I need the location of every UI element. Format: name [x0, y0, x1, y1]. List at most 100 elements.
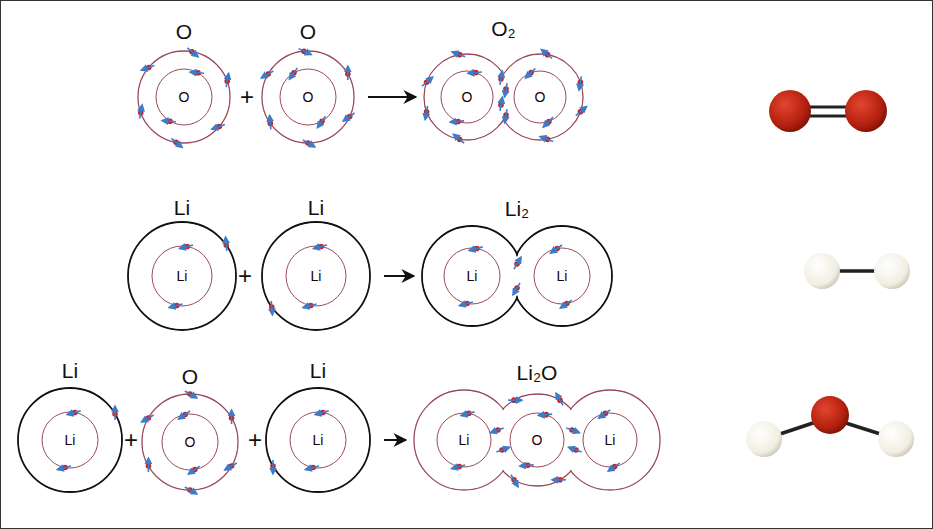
electrons [452, 393, 620, 487]
formula-label: Li₂ [505, 197, 530, 220]
electron-spin [212, 125, 225, 130]
electron-spin [513, 283, 520, 295]
nucleus-symbol: O [462, 90, 473, 104]
electron-spin [347, 66, 349, 80]
shell-outline [424, 54, 583, 140]
nucleus-symbol: O [532, 433, 543, 447]
electron-spin [425, 106, 427, 120]
nucleus-symbol: Li [605, 433, 616, 447]
electron-spin [140, 105, 142, 119]
outer-shell [262, 222, 370, 330]
nucleus-symbol: Li [65, 433, 76, 447]
shell-ground [263, 52, 353, 142]
electron-spin [541, 50, 552, 59]
electrons [57, 406, 117, 470]
formula-label: O [182, 365, 198, 388]
outer-shell [424, 54, 510, 140]
electron-spin [450, 121, 464, 122]
reaction-arrow [384, 439, 406, 441]
shell-ground [129, 223, 235, 329]
reaction-arrow [384, 275, 414, 277]
nucleus-symbol: O [303, 90, 314, 104]
inner-shell [162, 414, 218, 470]
electron-spin [560, 300, 571, 308]
electron-spin [469, 247, 483, 251]
shell-ground [498, 55, 582, 139]
outer-shell [142, 394, 238, 490]
nucleus-symbol: Li [311, 269, 322, 283]
atom-shell: OO [262, 51, 354, 143]
electron-spin [422, 77, 433, 86]
atom-shell: LiLi [262, 222, 370, 330]
formula-label: Li [310, 359, 326, 382]
electron-spin [317, 116, 325, 127]
li2-model [804, 253, 910, 289]
electron-spin [305, 466, 319, 470]
electron-spin [511, 475, 518, 487]
electrons [270, 410, 328, 474]
inner-shell [280, 69, 336, 125]
inner-shell [510, 413, 564, 467]
inner-shell [437, 413, 491, 467]
outer-shell [262, 51, 354, 143]
inner-shell [286, 246, 346, 306]
electron-spin [579, 76, 581, 90]
outer-shell [266, 388, 370, 492]
electron-spin [568, 447, 581, 452]
shell-ground [513, 227, 611, 325]
electron-spin [500, 97, 502, 111]
electron-spin [576, 107, 587, 116]
inner-shell [42, 412, 98, 468]
shell-ground [143, 395, 237, 489]
electron-spin [508, 399, 522, 401]
electron-spin [500, 71, 502, 85]
electron-spin [599, 410, 610, 418]
electron-spin [343, 113, 354, 121]
electron-spin [303, 304, 317, 308]
electrons [261, 48, 354, 147]
shell-ground [425, 55, 509, 139]
outer-shell [560, 390, 660, 490]
atom-shell: OO [142, 394, 238, 490]
shell-outline [422, 226, 612, 326]
formula-label: Li [62, 359, 78, 382]
electron-spin [461, 412, 475, 416]
atom-shell: LiLi [18, 388, 122, 492]
electron-spin [114, 406, 116, 420]
electron-spin [453, 134, 464, 143]
formula-label: O [300, 20, 316, 43]
electrons [459, 245, 571, 308]
formula-label: Li [308, 196, 324, 219]
electron-spin [57, 466, 71, 470]
nucleus-symbol: O [179, 90, 190, 104]
electron-spin [225, 463, 237, 470]
electron-spin [514, 257, 521, 269]
plus-sign: + [124, 428, 138, 452]
electrons [169, 237, 229, 308]
shell-ground [19, 389, 121, 491]
electron-spin [171, 138, 182, 147]
plus-sign: + [238, 264, 252, 288]
electron-spin [226, 73, 228, 87]
electron-spin [540, 137, 553, 142]
shell-ground [139, 52, 229, 142]
electron-spin [505, 83, 507, 97]
electron-spin [452, 52, 465, 57]
electron-spin [188, 466, 199, 474]
electron-spin [289, 68, 297, 79]
electron-spin [505, 109, 507, 123]
nucleus-symbol: Li [313, 433, 324, 447]
electron-spin [142, 415, 154, 422]
electron-spin [271, 301, 272, 315]
electron-spin [468, 72, 482, 73]
electron-spin [169, 304, 183, 308]
atom-shell: OOO₂ [424, 54, 583, 140]
inner-shell [583, 413, 637, 467]
nucleus-symbol: O [535, 90, 546, 104]
atom-shell: LiLi [128, 222, 236, 330]
inner-shell [444, 248, 500, 304]
electron-spin [272, 460, 274, 474]
electron-spin [185, 487, 197, 494]
